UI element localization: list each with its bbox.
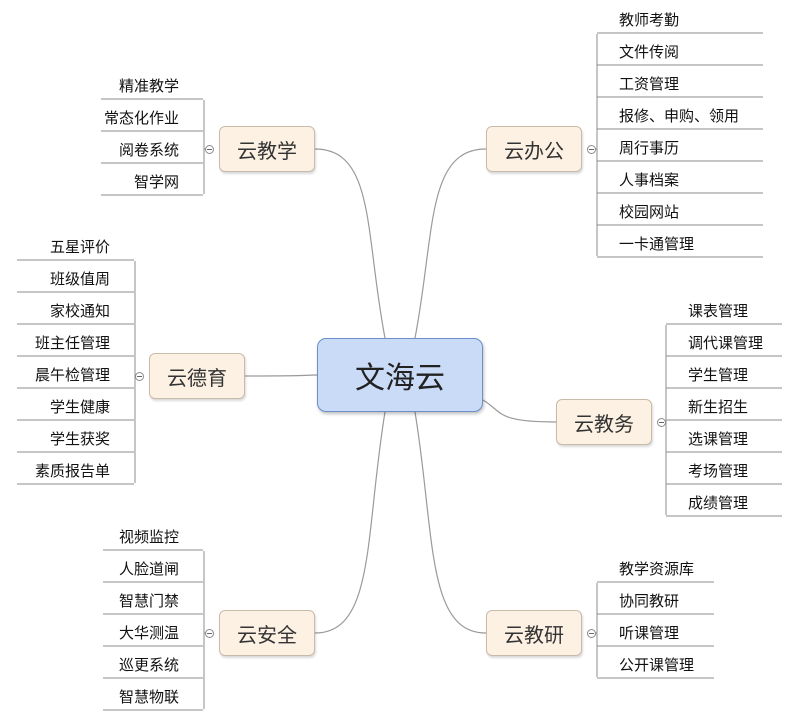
collapse-toggle-icon[interactable]: [205, 144, 214, 154]
list-item[interactable]: 五星评价: [49, 238, 110, 256]
list-item[interactable]: 人事档案: [619, 171, 680, 189]
list-item[interactable]: 视频监控: [118, 528, 179, 546]
connector-deyu: [244, 374, 318, 377]
list-item[interactable]: 班主任管理: [34, 334, 110, 352]
branch-jiaowu-label: 云教务: [574, 411, 634, 436]
list-item[interactable]: 学生健康: [49, 398, 110, 416]
list-item[interactable]: 素质报告单: [34, 462, 110, 480]
list-item[interactable]: 常态化作业: [103, 109, 179, 127]
list-item[interactable]: 听课管理: [619, 624, 680, 642]
branch-deyu-label: 云德育: [167, 365, 227, 390]
list-item[interactable]: 成绩管理: [688, 494, 749, 512]
branch-jiaoyan-label: 云教研: [504, 622, 564, 647]
branch-jiaoxue[interactable]: 云教学: [219, 126, 315, 172]
connector-bangong: [414, 148, 487, 339]
collapse-toggle-icon[interactable]: [587, 144, 596, 154]
list-item[interactable]: 协同教研: [619, 592, 680, 610]
list-item[interactable]: 课表管理: [688, 302, 749, 320]
branch-deyu[interactable]: 云德育: [149, 353, 245, 399]
connector-jiaowu: [482, 399, 557, 423]
list-item[interactable]: 班级值周: [49, 270, 110, 288]
branch-bangong-label: 云办公: [504, 138, 564, 163]
list-item[interactable]: 阅卷系统: [118, 141, 179, 159]
collapse-toggle-icon[interactable]: [205, 628, 214, 638]
branch-anquan[interactable]: 云安全: [219, 610, 315, 656]
list-item[interactable]: 精准教学: [118, 77, 179, 95]
collapse-toggle-icon[interactable]: [587, 628, 596, 638]
list-item[interactable]: 巡更系统: [118, 656, 179, 674]
list-item[interactable]: 晨午检管理: [34, 366, 110, 384]
list-item[interactable]: 人脸道闸: [118, 560, 179, 578]
list-item[interactable]: 学生获奖: [49, 430, 110, 448]
list-item[interactable]: 教学资源库: [619, 560, 695, 578]
central-topic[interactable]: 文海云: [317, 338, 483, 412]
collapse-toggle-icon[interactable]: [135, 371, 144, 381]
list-item[interactable]: 调代课管理: [688, 334, 764, 352]
collapse-toggle-icon[interactable]: [657, 417, 666, 427]
list-item[interactable]: 学生管理: [688, 366, 749, 384]
list-item[interactable]: 选课管理: [688, 430, 749, 448]
branch-bangong[interactable]: 云办公: [486, 126, 582, 172]
connector-anquan: [314, 411, 386, 634]
list-item[interactable]: 校园网站: [619, 203, 680, 221]
connector-jiaoxue: [314, 148, 386, 339]
list-item[interactable]: 工资管理: [619, 75, 680, 93]
list-item[interactable]: 智慧门禁: [118, 592, 179, 610]
list-item[interactable]: 智学网: [133, 173, 179, 191]
list-item[interactable]: 家校通知: [49, 302, 110, 320]
list-item[interactable]: 周行事历: [619, 139, 680, 157]
list-item[interactable]: 文件传阅: [619, 43, 680, 61]
list-item[interactable]: 教师考勤: [619, 11, 680, 29]
branch-jiaoyan[interactable]: 云教研: [486, 610, 582, 656]
list-item[interactable]: 新生招生: [688, 398, 749, 416]
branch-jiaoxue-label: 云教学: [237, 138, 297, 163]
list-item[interactable]: 大华测温: [118, 624, 179, 642]
list-item[interactable]: 公开课管理: [619, 656, 695, 674]
list-item[interactable]: 考场管理: [688, 462, 749, 480]
list-item[interactable]: 智慧物联: [118, 688, 179, 706]
list-item[interactable]: 一卡通管理: [619, 235, 695, 253]
branch-anquan-label: 云安全: [237, 622, 297, 647]
connector-jiaoyan: [414, 411, 487, 634]
list-item[interactable]: 报修、申购、领用: [619, 107, 740, 125]
central-topic-label: 文海云: [355, 361, 445, 396]
branch-jiaowu[interactable]: 云教务: [556, 399, 652, 445]
